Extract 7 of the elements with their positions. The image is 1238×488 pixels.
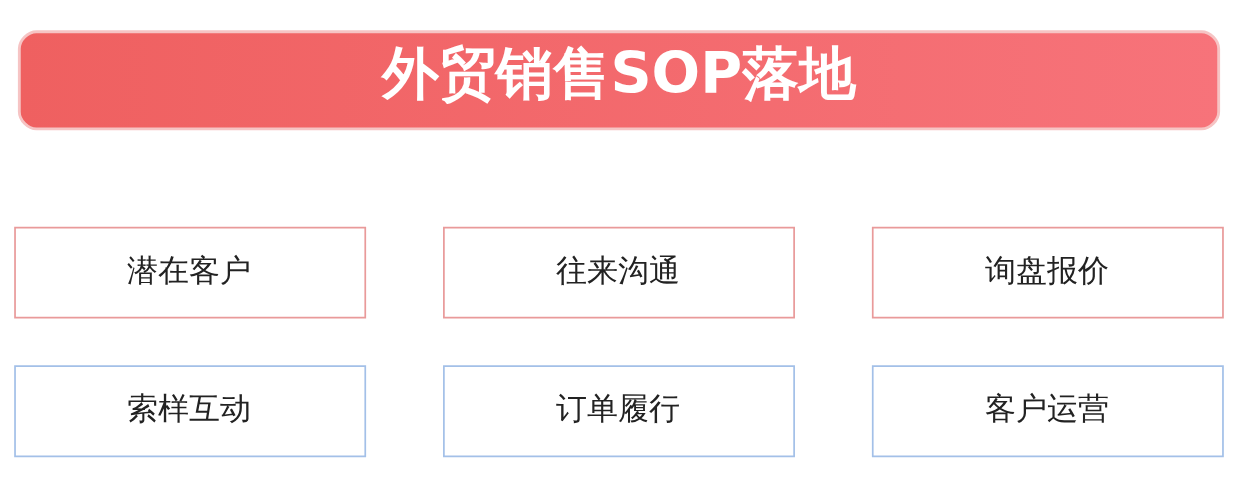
node-box: 外贸销售SOP落地 xyxy=(17,30,1221,131)
node-box: 订单履行 xyxy=(443,365,795,458)
node-box: 往来沟通 xyxy=(443,226,795,319)
node-box: 客户运营 xyxy=(871,365,1224,458)
node-box: 潜在客户 xyxy=(14,226,367,319)
node-box: 索样互动 xyxy=(14,365,367,458)
node-box: 询盘报价 xyxy=(871,226,1224,319)
